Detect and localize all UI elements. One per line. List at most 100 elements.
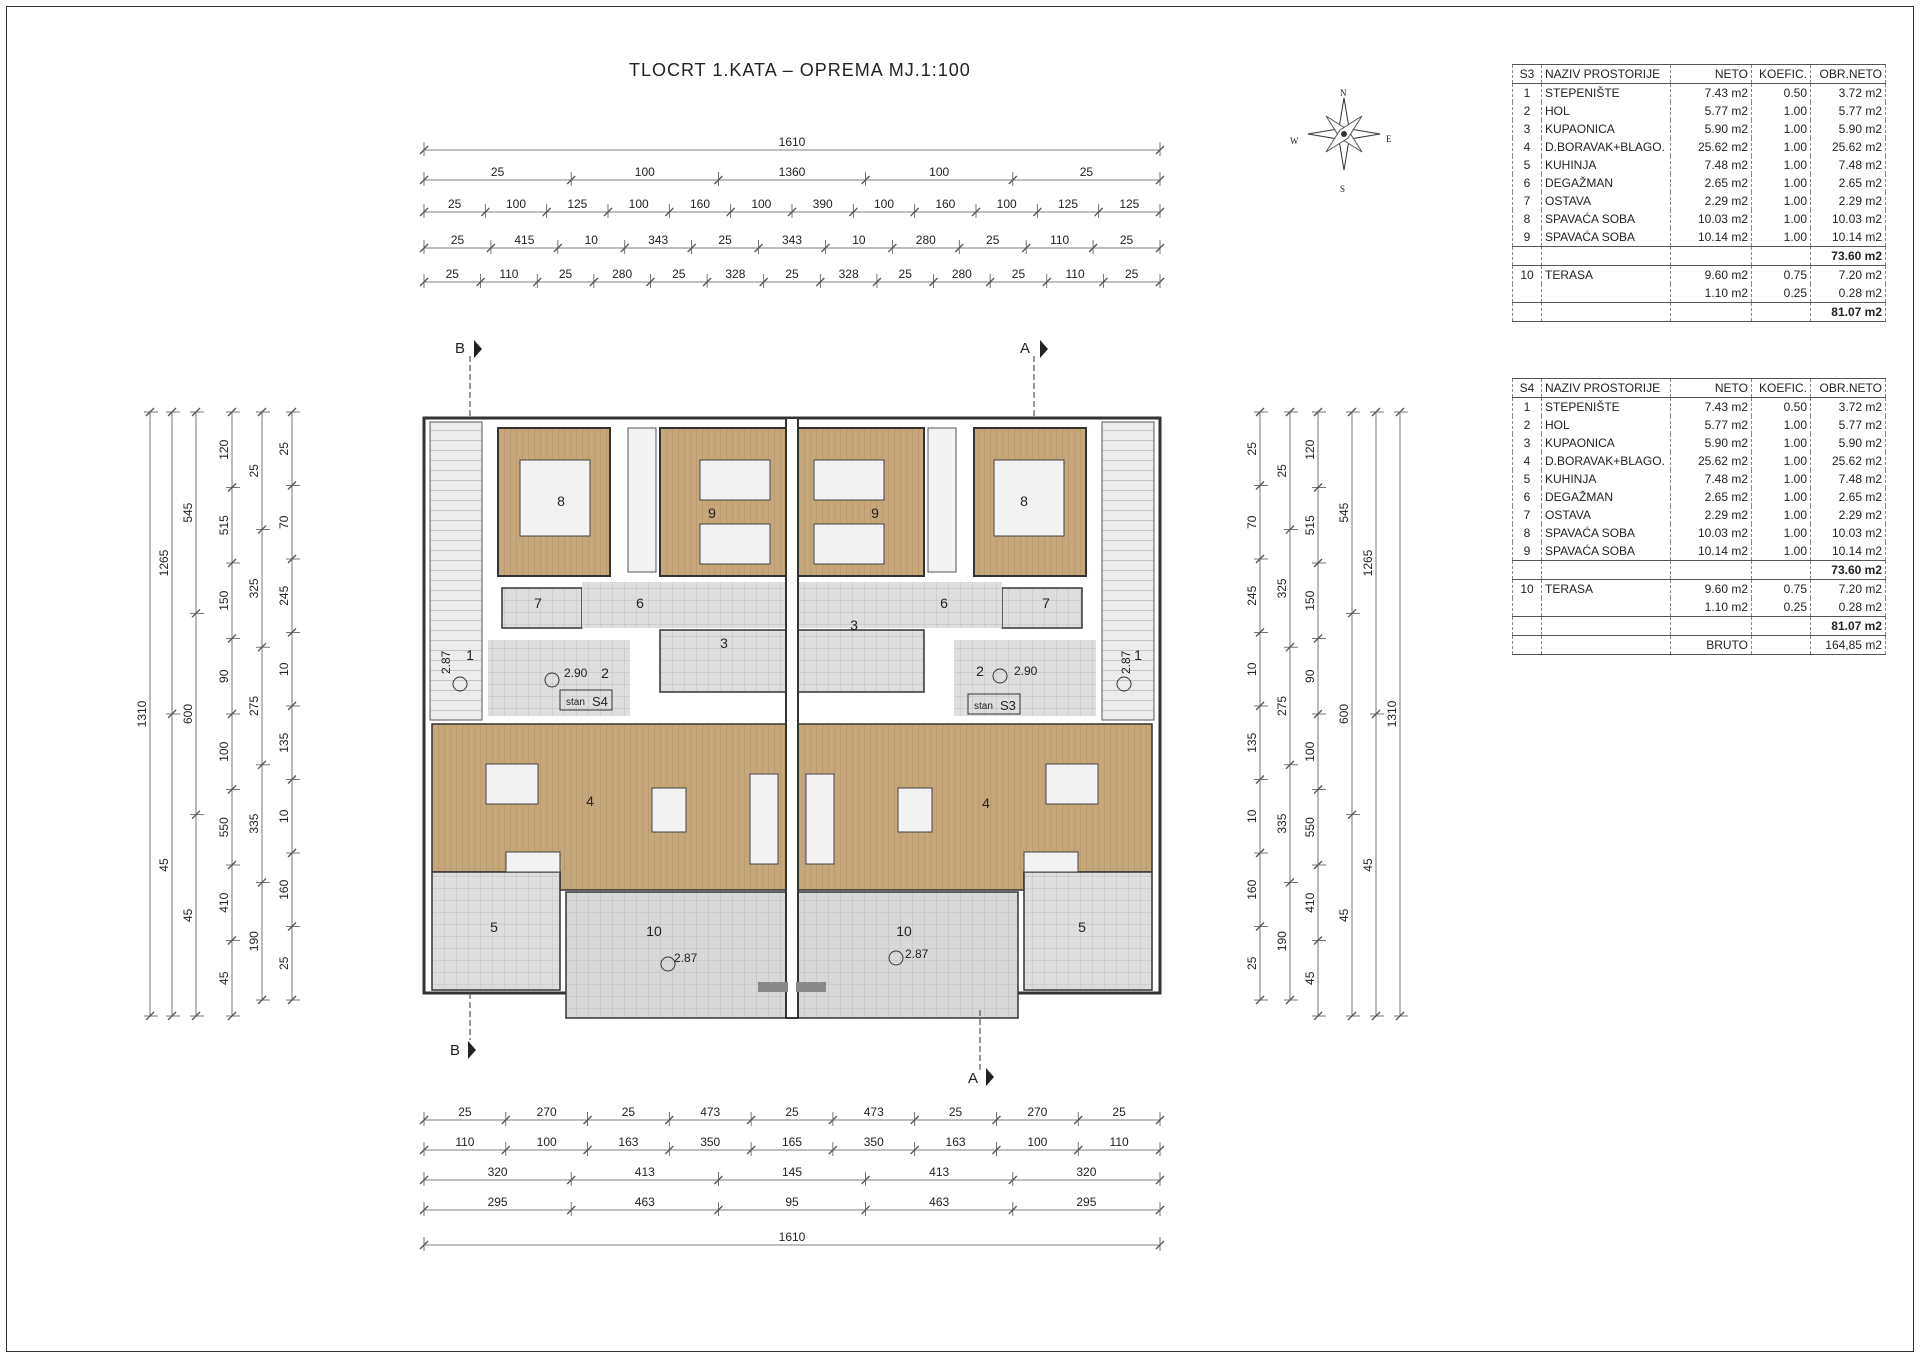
table-cell: 2.29 m2 <box>1810 506 1886 524</box>
dimension-label: 100 <box>874 197 894 211</box>
svg-text:S: S <box>1340 184 1345 194</box>
room-4-left <box>431 723 787 891</box>
table-cell: 6 <box>1512 488 1542 506</box>
label-room-8-left: 8 <box>557 493 565 509</box>
table-cell <box>1541 616 1671 636</box>
dimension-label: 270 <box>1027 1105 1047 1119</box>
room-4-right <box>797 723 1153 891</box>
dimension-label: 70 <box>277 515 291 529</box>
label-room-7-right: 7 <box>1042 595 1050 611</box>
dimension-label: 25 <box>277 442 291 456</box>
svg-text:S4: S4 <box>592 694 608 709</box>
table-cell: TERASA <box>1541 579 1671 598</box>
section-mark-b: B <box>450 1042 460 1059</box>
dimension-label: 25 <box>448 197 462 211</box>
dimension-label: 413 <box>929 1165 949 1179</box>
dimension-label: 100 <box>217 741 231 761</box>
dimension-label: 1610 <box>779 135 806 149</box>
table-cell: 9.60 m2 <box>1670 579 1752 598</box>
dimension-label: 70 <box>1245 515 1259 529</box>
table-cell: OSTAVA <box>1541 192 1671 210</box>
area-table-s4: S4 NAZIV PROSTORIJE NETO KOEFIC. OBR.NET… <box>1512 378 1886 655</box>
table-cell: 1 <box>1512 397 1542 416</box>
table-cell: 25.62 m2 <box>1810 138 1886 156</box>
table-cell: 5 <box>1512 470 1542 488</box>
dimension-label: 280 <box>612 267 632 281</box>
dimension-label: 110 <box>499 267 518 281</box>
dimension-label: 325 <box>247 578 261 598</box>
table-cell: 1.00 <box>1751 488 1811 506</box>
dimension-label: 120 <box>217 439 231 459</box>
table-cell: 1.00 <box>1751 210 1811 228</box>
table-cell: 1.00 <box>1751 192 1811 210</box>
table-cell: 10.03 m2 <box>1810 210 1886 228</box>
dimension-label: 1310 <box>135 700 149 727</box>
table-cell: D.BORAVAK+BLAGO. <box>1541 138 1671 156</box>
table-cell: 10 <box>1512 265 1542 284</box>
table-cell <box>1541 560 1671 580</box>
dimension-label: 45 <box>1337 908 1351 922</box>
table-cell: 4 <box>1512 138 1542 156</box>
table-cell <box>1670 302 1752 322</box>
dimension-label: 25 <box>458 1105 472 1119</box>
dimension-label: 25 <box>1125 267 1139 281</box>
table-cell: 0.75 <box>1751 265 1811 284</box>
dimension-label: 190 <box>1275 931 1289 951</box>
stairs-left <box>429 421 483 721</box>
table-cell: 1.00 <box>1751 102 1811 120</box>
dimension-label: 25 <box>1112 1105 1126 1119</box>
table-cell: KUPAONICA <box>1541 434 1671 452</box>
table-cell <box>1512 616 1542 636</box>
table-cell: 2.29 m2 <box>1670 506 1752 524</box>
table-cell: 7.48 m2 <box>1810 156 1886 174</box>
table-cell: 5.77 m2 <box>1810 102 1886 120</box>
dimension-label: 463 <box>929 1195 949 1209</box>
table-cell: 1.10 m2 <box>1670 284 1752 303</box>
table-cell: 6 <box>1512 174 1542 192</box>
dimension-label: 600 <box>181 704 195 724</box>
dimension-label: 280 <box>952 267 972 281</box>
dimension-label: 10 <box>585 233 599 247</box>
dimension-label: 135 <box>277 732 291 752</box>
label-room-8-right: 8 <box>1020 493 1028 509</box>
dimension-label: 335 <box>1275 813 1289 833</box>
dimension-label: 45 <box>181 908 195 922</box>
table-cell: 7.20 m2 <box>1810 579 1886 598</box>
dimension-label: 335 <box>247 813 261 833</box>
dimension-label: 275 <box>1275 696 1289 716</box>
dimension-label: 100 <box>629 197 649 211</box>
table-cell: 10.03 m2 <box>1810 524 1886 542</box>
table-cell: SPAVAĆA SOBA <box>1541 542 1671 561</box>
room-7-left <box>501 587 583 629</box>
table-cell <box>1670 616 1752 636</box>
dimension-label: 45 <box>157 858 171 872</box>
apartment-tag-s3 <box>967 693 1021 715</box>
dimension-label: 100 <box>506 197 526 211</box>
table-cell: 1.10 m2 <box>1670 598 1752 617</box>
dimension-label: 120 <box>1303 439 1317 459</box>
dimension-label: 10 <box>1245 809 1259 823</box>
dimension-label: 100 <box>751 197 771 211</box>
dimension-label: 160 <box>277 879 291 899</box>
svg-text:W: W <box>1290 136 1299 146</box>
table-cell: 10.03 m2 <box>1670 210 1752 228</box>
table-cell: 1.00 <box>1751 506 1811 524</box>
dimension-label: 25 <box>672 267 686 281</box>
table-cell: 5.90 m2 <box>1670 120 1752 138</box>
drawing-frame <box>6 6 1914 1352</box>
section-mark-a: A <box>1020 340 1030 357</box>
dimension-label: 150 <box>217 590 231 610</box>
height-label: 2.87 <box>674 951 698 965</box>
table-cell: SPAVAĆA SOBA <box>1541 228 1671 247</box>
compass-rose-icon: N S E W <box>1290 88 1392 194</box>
table-cell: 10.14 m2 <box>1670 228 1752 247</box>
table-cell: 1.00 <box>1751 452 1811 470</box>
dimension-label: 600 <box>1337 704 1351 724</box>
